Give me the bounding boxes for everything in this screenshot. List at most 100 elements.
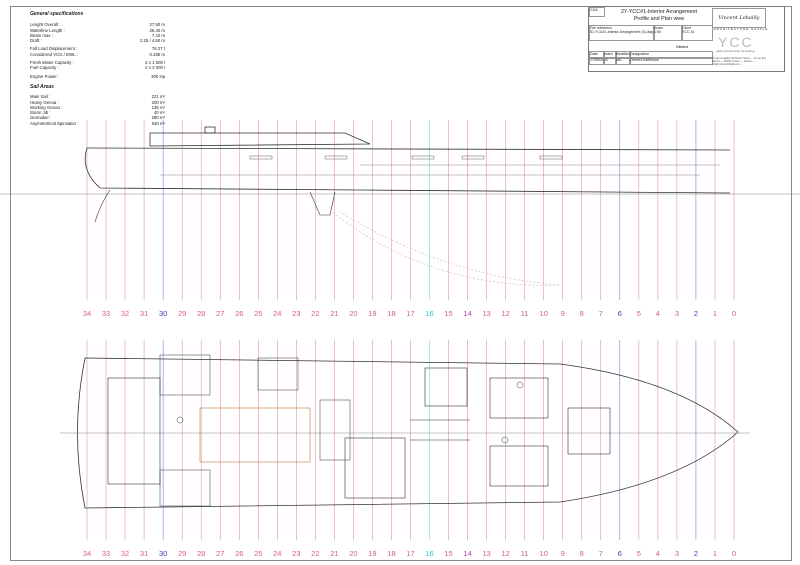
stairway xyxy=(319,399,351,461)
station-number: 32 xyxy=(121,549,129,558)
station-number: 7 xyxy=(599,309,603,318)
station-number: 1 xyxy=(713,549,717,558)
station-number: 3 xyxy=(675,309,679,318)
spec-row: Full Load Displacement :76.27 t xyxy=(30,46,165,51)
general-specifications: General specifications Lenght Overall :2… xyxy=(30,11,165,126)
station-number: 25 xyxy=(254,309,262,318)
spec-row: Fuel Capacity : 2 x 2 000 l xyxy=(30,65,165,70)
station-number: 24 xyxy=(273,309,281,318)
station-number: 2 xyxy=(694,549,698,558)
spec-value: 300 Hp xyxy=(151,73,165,79)
title-block: COA 27-YCC#1-Interior Arrangement Profil… xyxy=(588,6,785,72)
spec-label: Gennaker : xyxy=(30,115,52,121)
station-number: 1 xyxy=(713,309,717,318)
spec-row: Working Genoa : 135 m² xyxy=(30,105,165,110)
station-number: 22 xyxy=(311,309,319,318)
station-number: 18 xyxy=(387,309,395,318)
spec-label: Main Sail : xyxy=(30,94,51,100)
station-number: 12 xyxy=(501,549,509,558)
saloon-table xyxy=(199,407,311,463)
deckhouse xyxy=(149,132,371,147)
spec-label: Lenght Overall : xyxy=(30,22,61,28)
profile-view xyxy=(0,126,800,286)
spec-value: 2.25 / 4.50 m xyxy=(139,38,165,44)
spec-value: 2 x 2 000 l xyxy=(145,65,165,71)
station-number: 11 xyxy=(521,549,529,558)
spec-value: 26.40 m xyxy=(149,27,165,33)
title-line-2: Profile and Plan view xyxy=(633,15,685,22)
spec-label: Fuel Capacity : xyxy=(30,65,59,71)
station-number: 23 xyxy=(292,549,300,558)
spec-row: Storm Jib :40 m² xyxy=(30,110,165,115)
station-number: 4 xyxy=(656,309,660,318)
station-number: 9 xyxy=(561,309,565,318)
station-number: 33 xyxy=(102,549,110,558)
station-number: 19 xyxy=(368,309,376,318)
spec-row: Considered VCG / DWL :0.485 m xyxy=(30,52,165,57)
toilet-port xyxy=(516,381,524,389)
spec-label: Full Load Displacement : xyxy=(30,46,78,52)
spec-row: Lenght Overall : 27.50 m xyxy=(30,22,165,27)
client-value: YCC #1 xyxy=(682,30,695,35)
spec-row: Heavy Genoa :200 m² xyxy=(30,100,165,105)
guest-cabin-port xyxy=(489,377,549,419)
station-number: 25 xyxy=(254,549,262,558)
ycc-tagline: yacht construction consulting xyxy=(716,49,755,53)
designation-header: Designation xyxy=(629,51,713,59)
station-number: 34 xyxy=(83,549,91,558)
station-number: 26 xyxy=(235,549,243,558)
spec-row: Main Sail :221 m² xyxy=(30,94,165,99)
owner-cabin-port xyxy=(159,354,211,396)
station-number: 20 xyxy=(349,309,357,318)
station-number: 7 xyxy=(599,549,603,558)
station-number: 9 xyxy=(561,549,565,558)
designer-name: Vincent Lebailly xyxy=(718,15,760,21)
rudder xyxy=(94,189,111,223)
station-number: 27 xyxy=(216,309,224,318)
station-number: 26 xyxy=(235,309,243,318)
station-number: 0 xyxy=(732,309,736,318)
spec-value: 0.485 m xyxy=(149,51,165,57)
station-number: 23 xyxy=(292,309,300,318)
station-number: 16 xyxy=(425,549,433,558)
crew-cabin xyxy=(257,357,299,391)
station-number: 12 xyxy=(501,309,509,318)
spec-value: 7.42 m xyxy=(151,32,165,38)
drawing-frame xyxy=(10,6,792,561)
station-number: 6 xyxy=(618,309,622,318)
client-cell: Client YCC #1 xyxy=(681,25,713,41)
file-reference-value: ID-YCC#1-Interior Arrangement (3).dwg xyxy=(590,30,654,35)
plan-view xyxy=(60,354,750,509)
station-number: 4 xyxy=(656,549,660,558)
spec-label: Waterline Length : xyxy=(30,27,65,33)
spec-row: Fresh Water Capacity :2 x 1 500 l xyxy=(30,60,165,65)
spec-row: Waterline Length : 26.40 m xyxy=(30,28,165,33)
aft-lazarette xyxy=(107,377,161,485)
guest-cabin-starboard xyxy=(489,445,549,487)
station-number: 18 xyxy=(387,549,395,558)
designer-address: Vincent Lebailly Architecte Naval — 14 r… xyxy=(712,57,766,66)
station-number: 11 xyxy=(521,309,529,318)
hull-outline xyxy=(77,357,739,509)
spec-value: 27.50 m xyxy=(149,22,165,28)
station-number: 28 xyxy=(197,549,205,558)
index-header: Index xyxy=(603,51,617,59)
spec-label: Working Genoa : xyxy=(30,104,63,110)
spec-label: Fresh Water Capacity : xyxy=(30,60,74,66)
station-number: 5 xyxy=(637,309,641,318)
owner-cabin-starboard xyxy=(159,469,211,507)
toilet-starboard xyxy=(501,436,509,444)
station-number: 27 xyxy=(216,549,224,558)
spec-row: Draft :2.25 / 4.50 m xyxy=(30,38,165,43)
spec-value: 135 m² xyxy=(151,104,165,110)
station-number: 16 xyxy=(425,309,433,318)
revision-date: 17/06/2015 xyxy=(589,57,605,65)
spec-row: Asymmetrical Spinnaker :530 m² xyxy=(30,121,165,126)
keel-bulb-outline xyxy=(329,209,561,286)
code-cell: COA xyxy=(589,7,605,17)
station-number: 29 xyxy=(178,549,186,558)
station-number: 6 xyxy=(618,549,622,558)
station-number: 10 xyxy=(540,309,548,318)
station-number: 34 xyxy=(83,309,91,318)
scale-label: Scale xyxy=(654,26,663,30)
